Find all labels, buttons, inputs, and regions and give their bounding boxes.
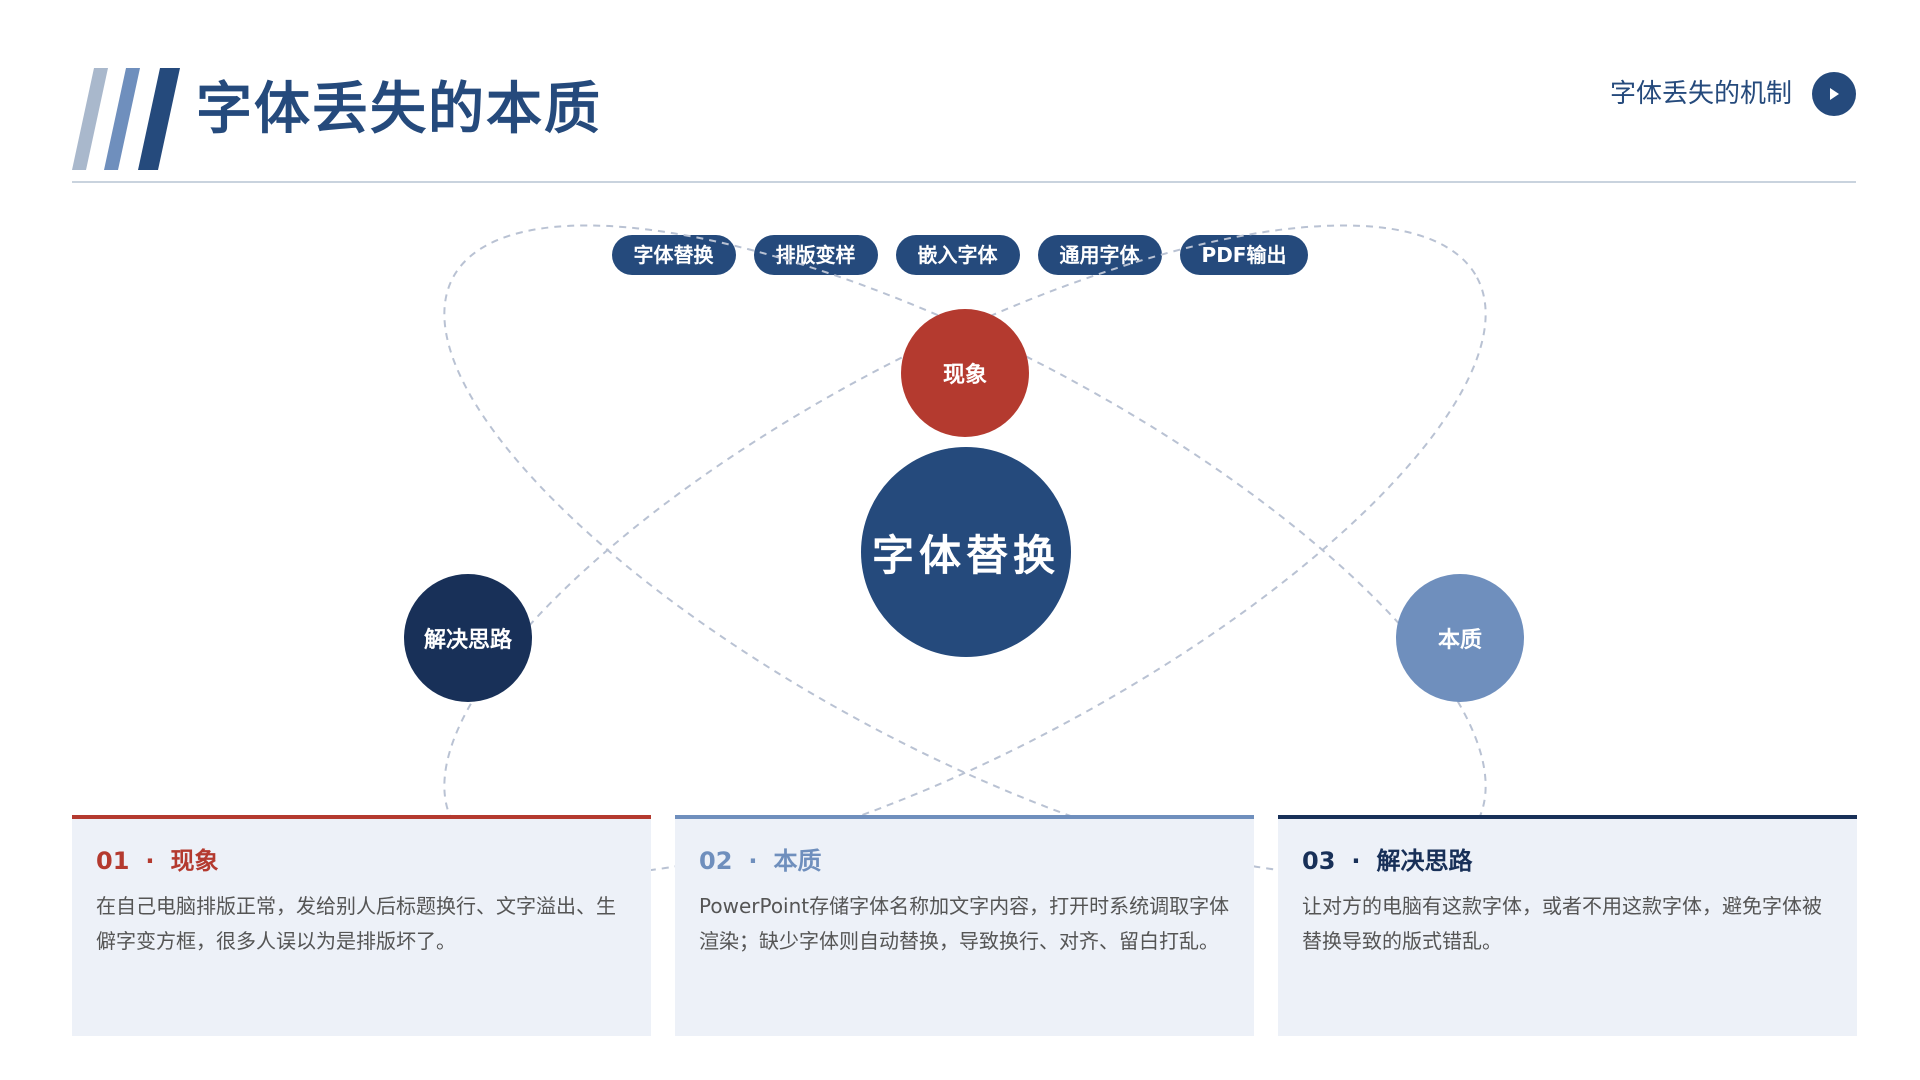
card-essence: 02 · 本质 PowerPoint存储字体名称加文字内容，打开时系统调取字体渲… — [675, 815, 1254, 1036]
header-divider — [72, 181, 1856, 183]
node-phenomenon[interactable]: 现象 — [901, 309, 1029, 437]
card-body: 让对方的电脑有这款字体，或者不用这款字体，避免字体被替换导致的版式错乱。 — [1302, 894, 1822, 953]
card-phenomenon: 01 · 现象 在自己电脑排版正常，发给别人后标题换行、文字溢出、生僻字变方框，… — [72, 815, 651, 1036]
tag-pdf-output[interactable]: PDF输出 — [1179, 235, 1309, 275]
card-number: 03 — [1302, 847, 1336, 875]
tag-common-font[interactable]: 通用字体 — [1037, 235, 1162, 275]
card-number: 02 — [699, 847, 733, 875]
card-body: PowerPoint存储字体名称加文字内容，打开时系统调取字体渲染；缺少字体则自… — [699, 894, 1230, 953]
card-heading: 01 · 现象 — [96, 845, 629, 877]
card-body: 在自己电脑排版正常，发给别人后标题换行、文字溢出、生僻字变方框，很多人误以为是排… — [96, 894, 616, 953]
card-solution: 03 · 解决思路 让对方的电脑有这款字体，或者不用这款字体，避免字体被替换导致… — [1278, 815, 1857, 1036]
card-title: 现象 — [170, 847, 219, 875]
card-heading: 03 · 解决思路 — [1302, 845, 1835, 877]
next-section-link[interactable]: 字体丢失的机制 — [1610, 72, 1856, 116]
card-number: 01 — [96, 847, 130, 875]
orbit-ellipse-2 — [443, 224, 1487, 876]
card-title: 解决思路 — [1376, 847, 1473, 875]
node-font-substitution[interactable]: 字体替换 — [861, 447, 1071, 657]
card-heading: 02 · 本质 — [699, 845, 1232, 877]
node-solution[interactable]: 解决思路 — [404, 574, 532, 702]
card-title: 本质 — [773, 847, 822, 875]
next-section-label: 字体丢失的机制 — [1609, 79, 1792, 109]
node-essence[interactable]: 本质 — [1396, 574, 1524, 702]
keyword-tags: 字体替换 排版变样 嵌入字体 通用字体 PDF输出 — [0, 235, 1920, 275]
card-separator: · — [748, 847, 758, 875]
card-separator: · — [1351, 847, 1361, 875]
play-icon[interactable] — [1812, 72, 1856, 116]
title-stripes-decoration — [72, 68, 180, 170]
card-separator: · — [145, 847, 155, 875]
tag-embed-font[interactable]: 嵌入字体 — [895, 235, 1020, 275]
page-title: 字体丢失的本质 — [196, 77, 602, 142]
